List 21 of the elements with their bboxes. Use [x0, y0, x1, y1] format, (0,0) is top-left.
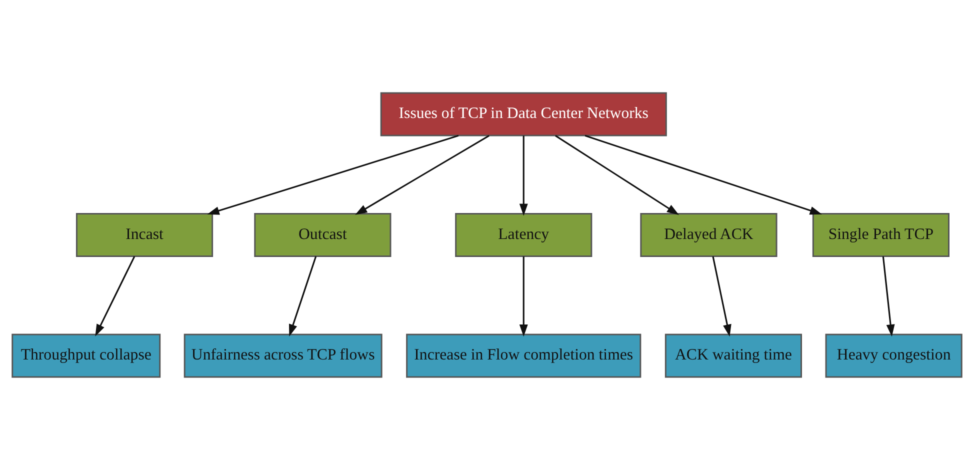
arrow [519, 135, 528, 216]
node-box: Unfairness across TCP flows [184, 333, 382, 378]
arrow [584, 134, 822, 214]
node-box: Incast [76, 212, 214, 257]
node-box: Throughput collapse [12, 333, 161, 378]
node-box: Outcast [254, 212, 392, 257]
node-box: Single Path TCP [812, 212, 950, 257]
node-box: Delayed ACK [640, 212, 778, 257]
node-box: Latency [455, 212, 592, 257]
node-box: Heavy congestion [825, 333, 962, 378]
node-box: Increase in Flow completion times [406, 333, 642, 378]
arrow [555, 134, 680, 214]
arrow [95, 256, 136, 336]
arrow [519, 256, 528, 336]
node-box: ACK waiting time [664, 333, 802, 378]
arrow [207, 134, 459, 214]
arrow [355, 134, 490, 214]
arrow [712, 256, 732, 336]
arrow [882, 256, 895, 336]
node-box: Issues of TCP in Data Center Networks [380, 92, 667, 136]
arrow [289, 256, 317, 336]
